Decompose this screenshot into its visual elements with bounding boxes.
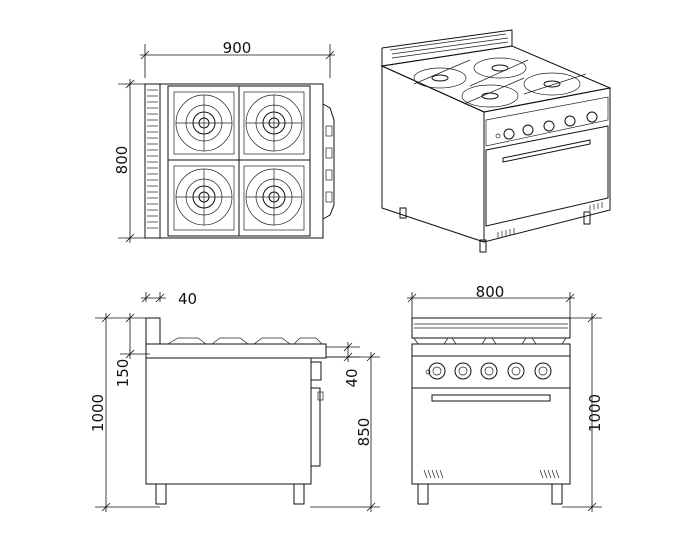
side-door xyxy=(311,387,321,467)
front-control-panel xyxy=(411,355,571,389)
top-width-label: 900 xyxy=(223,39,252,57)
side-splash xyxy=(145,317,161,345)
front-door-handle xyxy=(431,394,551,402)
front-oven-door xyxy=(411,387,571,485)
side-top-thickness-dimension: 40 xyxy=(326,342,361,388)
top-depth-label: 800 xyxy=(113,146,131,175)
front-knobs xyxy=(425,362,552,380)
splash-louvers xyxy=(147,84,161,238)
burner-grates xyxy=(167,85,311,237)
iso-backsplash xyxy=(381,29,513,67)
front-view: 800 xyxy=(407,283,604,512)
top-outline xyxy=(144,83,324,239)
side-body xyxy=(145,357,312,485)
front-width-label: 800 xyxy=(476,283,505,301)
top-view: 900 800 xyxy=(113,39,335,243)
top-width-dimension: 900 xyxy=(140,39,335,78)
burner-1 xyxy=(175,94,233,152)
side-knob xyxy=(310,361,322,381)
side-top-thickness-label: 40 xyxy=(343,368,361,387)
side-top-frame xyxy=(145,343,327,359)
side-total-height-dimension: 1000 xyxy=(89,313,160,512)
front-top-frame xyxy=(411,343,571,357)
iso-door-handle xyxy=(502,139,591,163)
iso-oven-door xyxy=(485,125,609,227)
front-leg-right xyxy=(551,483,563,505)
side-body-height-label: 850 xyxy=(355,418,373,447)
burner-3 xyxy=(175,168,233,226)
side-splash-height-dimension: 150 xyxy=(114,313,150,387)
side-leg-left xyxy=(155,483,167,505)
iso-burners xyxy=(413,57,587,108)
top-depth-dimension: 800 xyxy=(113,79,160,243)
iso-cooktop xyxy=(380,45,612,113)
side-body-height-dimension: 850 xyxy=(310,352,380,512)
iso-legs xyxy=(399,207,591,253)
front-backsplash xyxy=(411,317,571,339)
iso-left-side xyxy=(381,65,485,243)
isometric-view xyxy=(380,29,612,253)
front-width-dimension: 800 xyxy=(407,283,575,318)
front-height-dimension: 1000 xyxy=(562,313,604,512)
iso-vents xyxy=(497,202,603,238)
front-leg-left xyxy=(417,483,429,505)
side-total-height-label: 1000 xyxy=(89,394,107,432)
front-height-label: 1000 xyxy=(586,394,604,432)
top-knob-rail xyxy=(322,103,335,220)
side-view: 40 150 1000 xyxy=(89,290,380,512)
side-splash-dimension: 40 xyxy=(141,290,197,308)
burner-4 xyxy=(245,168,303,226)
side-leg-right xyxy=(293,483,305,505)
iso-front xyxy=(483,87,611,243)
iso-knobs xyxy=(495,111,598,140)
side-splash-height-label: 150 xyxy=(114,359,132,388)
burner-2 xyxy=(245,94,303,152)
front-vents xyxy=(423,469,560,479)
side-splash-label: 40 xyxy=(178,290,197,308)
